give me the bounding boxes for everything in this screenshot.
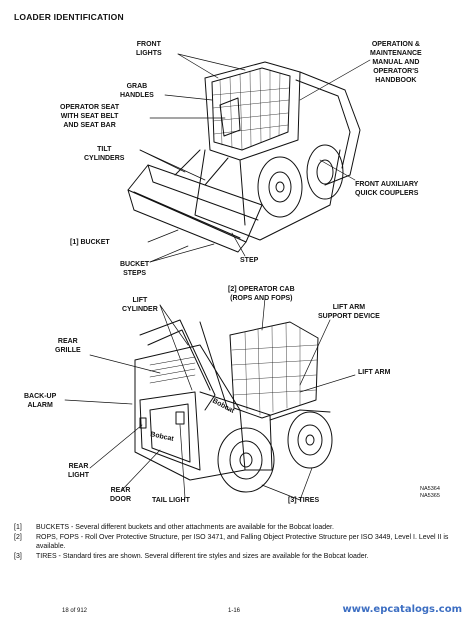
notes-list: [1] BUCKETS - Several different buckets …: [14, 523, 460, 561]
note-item: [2] ROPS, FOPS - Roll Over Protective St…: [14, 533, 460, 552]
note-item: [3] TIRES - Standard tires are shown. Se…: [14, 552, 460, 562]
callout-rear-grille: REAR GRILLE: [55, 338, 81, 354]
callout-backup-alarm: BACK-UP ALARM: [24, 393, 57, 409]
callout-operation-manual: OPERATION & MAINTENANCE MANUAL AND OPERA…: [370, 41, 422, 84]
callout-bucket-steps: BUCKET STEPS: [120, 261, 150, 277]
note-text: TIRES - Standard tires are shown. Severa…: [36, 552, 369, 560]
callout-tilt-cylinders: TILT CYLINDERS: [84, 146, 125, 162]
callout-tail-light: TAIL LIGHT: [152, 497, 190, 504]
callout-operator-seat: OPERATOR SEAT with SEAT BELT and SEAT BA…: [60, 104, 120, 129]
callout-lift-cylinder: LIFT CYLINDER: [122, 297, 158, 313]
callout-lift-arm-support: LIFT ARM SUPPORT DEVICE: [318, 304, 380, 320]
footer-page-count: 18 of 912: [62, 608, 88, 614]
callout-front-lights: FRONT LIGHTS: [136, 41, 162, 57]
callout-rear-door: REAR DOOR: [110, 487, 131, 503]
bobcat-logo: Bobcat Bobcat: [150, 398, 236, 443]
callout-rear-light: REAR LIGHT: [68, 463, 89, 479]
callout-step: STEP: [240, 257, 259, 264]
figure-reference: NA5364 NA5365: [420, 486, 440, 499]
svg-text:Bobcat: Bobcat: [150, 431, 175, 443]
note-key: [3]: [14, 552, 22, 560]
callout-bucket: [1] BUCKET: [70, 239, 110, 246]
watermark: www.epcatalogs.com: [342, 604, 462, 615]
callout-front-aux-couplers: FRONT AUXILIARY QUICK COUPLERS: [355, 181, 419, 197]
callout-lift-arm: LIFT ARM: [358, 369, 391, 376]
callout-tires: [3] TIRES: [288, 497, 320, 504]
callout-grab-handles: GRAB HANDLES: [120, 83, 154, 99]
callout-operator-cab: [2] OPERATOR CAB (ROPS AND FOPS): [228, 286, 295, 302]
note-key: [2]: [14, 533, 22, 541]
footer-page-number: 1-16: [228, 608, 241, 614]
note-text: ROPS, FOPS - Roll Over Protective Struct…: [36, 533, 449, 551]
note-text: BUCKETS - Several different buckets and …: [36, 524, 334, 531]
note-item: [1] BUCKETS - Several different buckets …: [14, 523, 460, 533]
note-key: [1]: [14, 524, 22, 531]
page-title: LOADER IDENTIFICATION: [14, 12, 124, 22]
